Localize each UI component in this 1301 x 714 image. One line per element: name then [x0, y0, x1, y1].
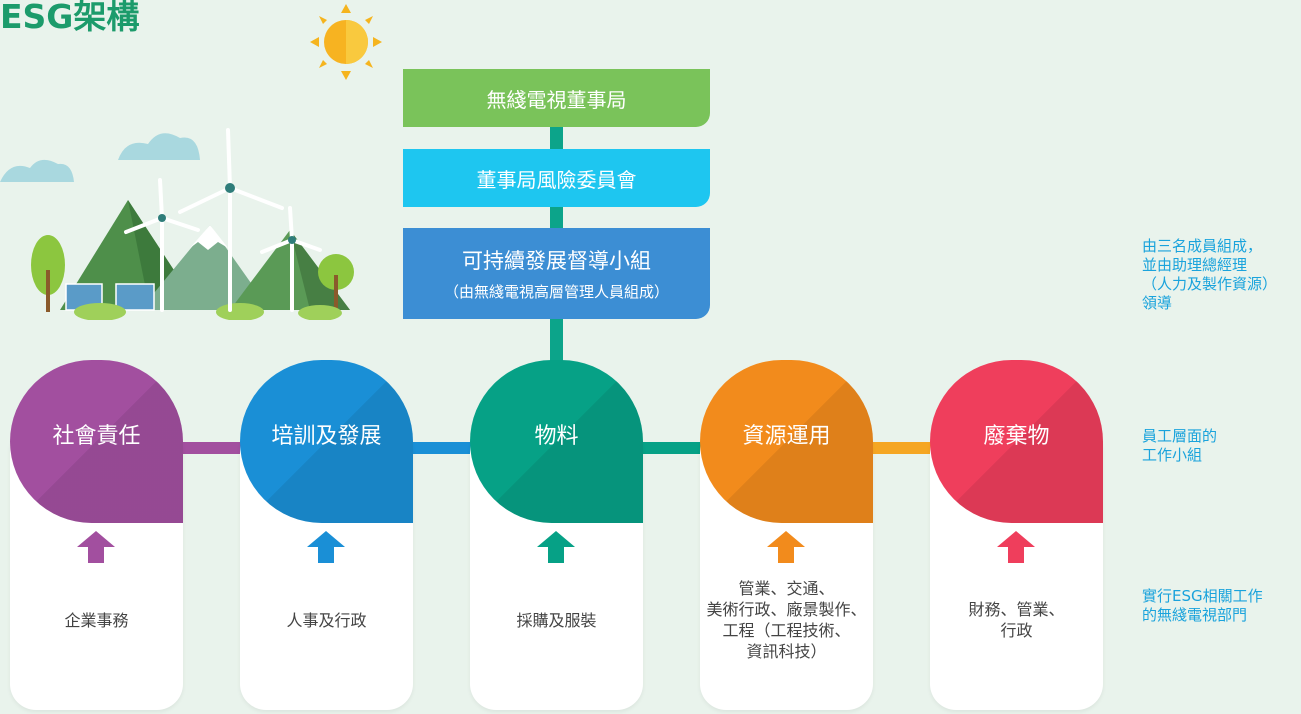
- board-box: 無綫電視董事局: [403, 69, 710, 127]
- up-arrow-icon: [77, 531, 115, 563]
- department-text: 採購及服裝: [516, 611, 597, 630]
- connector-segment: [640, 442, 702, 454]
- department-text: 管業、交通、美術行政、廠景製作、工程（工程技術、資訊科技）: [706, 579, 867, 661]
- connector-risk-steering: [550, 207, 563, 228]
- connector-board-risk: [550, 127, 563, 149]
- steering-group-label: 可持續發展督導小組: [462, 249, 651, 273]
- note-departments: 實行ESG相關工作的無綫電視部門: [1142, 587, 1263, 624]
- up-arrow-icon: [767, 531, 805, 563]
- landscape-illustration: [0, 128, 354, 320]
- department-text: 企業事務: [64, 611, 129, 630]
- group-drop-materials: 物料: [470, 360, 643, 523]
- sun-icon: [310, 4, 382, 80]
- department-text: 人事及行政: [286, 611, 367, 630]
- up-arrow-icon: [307, 531, 345, 563]
- connector-steering-groups: [550, 319, 563, 367]
- group-label: 培訓及發展: [271, 423, 382, 449]
- note-working-groups: 員工層面的工作小組: [1142, 427, 1218, 464]
- risk-committee-box: 董事局風險委員會: [403, 149, 710, 207]
- note-steering-group: 由三名成員組成，並由助理總經理（人力及製作資源）領導: [1142, 237, 1278, 312]
- group-drop-social: 社會責任: [10, 360, 183, 523]
- group-label: 廢棄物: [983, 423, 1050, 449]
- group-label: 社會責任: [52, 423, 141, 449]
- steering-group-box: 可持續發展督導小組 （由無綫電視高層管理人員組成）: [403, 228, 710, 319]
- group-label: 物料: [534, 423, 579, 449]
- page-title: ESG架構: [0, 0, 140, 36]
- steering-group-sublabel: （由無綫電視高層管理人員組成）: [443, 283, 669, 301]
- group-label: 資源運用: [742, 423, 831, 449]
- up-arrow-icon: [537, 531, 575, 563]
- up-arrow-icon: [997, 531, 1035, 563]
- department-text: 財務、管業、行政: [968, 600, 1065, 640]
- connector-segment: [870, 442, 932, 454]
- connector-segment: [410, 442, 472, 454]
- group-drop-resources: 資源運用: [700, 360, 873, 523]
- connector-segment: [180, 442, 242, 454]
- group-drop-training: 培訓及發展: [240, 360, 413, 523]
- board-label: 無綫電視董事局: [486, 87, 627, 112]
- group-drop-waste: 廢棄物: [930, 360, 1103, 523]
- risk-committee-label: 董事局風險委員會: [476, 167, 637, 192]
